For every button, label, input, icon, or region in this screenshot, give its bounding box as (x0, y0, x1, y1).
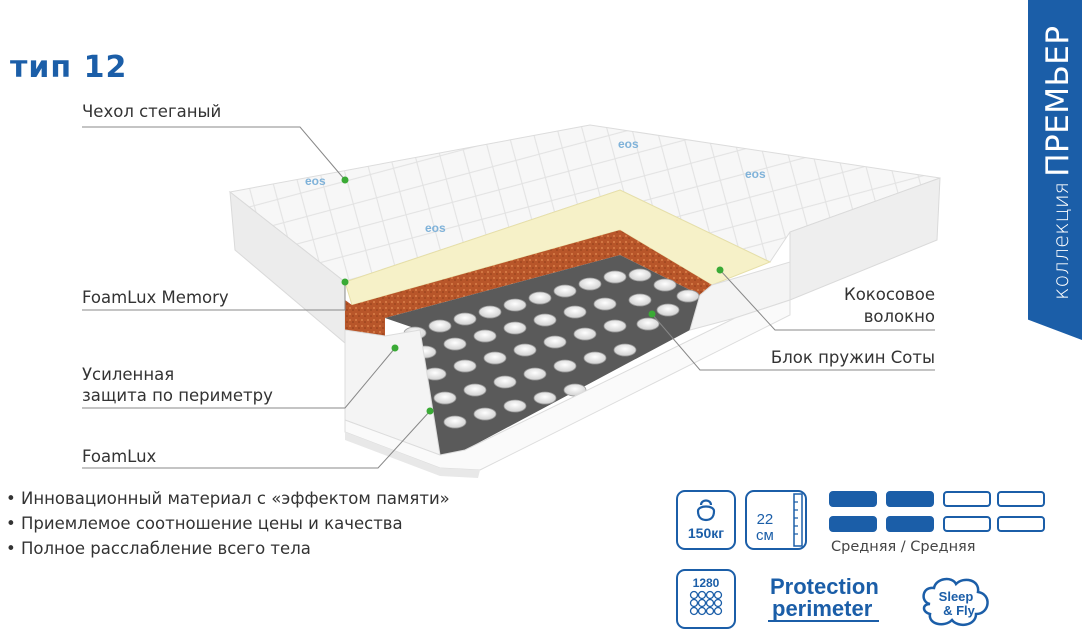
eos-logo-3: eos (618, 137, 639, 151)
page-title: тип 12 (10, 50, 128, 85)
protection-line1: Protection (770, 574, 879, 599)
firmness-label: Средняя / Средняя (831, 539, 976, 555)
kettlebell-icon (696, 499, 716, 522)
leader-dots (341, 176, 724, 415)
height-badge: 22 см (745, 490, 807, 550)
eos-logo-2: eos (425, 221, 446, 235)
feature-list: Инновационный материал с «эффектом памят… (6, 486, 450, 561)
springs-count-badge: 1280 (676, 569, 736, 629)
feature-item: Инновационный материал с «эффектом памят… (6, 486, 450, 511)
firmness-block-a1 (829, 491, 877, 507)
max-weight-value: 150кг (687, 525, 725, 541)
sleep-fly-line2: & Fly (943, 603, 976, 618)
firmness-block-b1 (829, 516, 877, 532)
label-coconut-line1: Кокосовое (843, 285, 935, 304)
eos-logo-marks: eos eos eos eos (305, 137, 766, 235)
spring-block-area (385, 255, 700, 455)
label-perimeter-line2: защита по периметру (82, 386, 273, 405)
max-weight-badge: 150кг (676, 490, 736, 550)
label-cover: Чехол стеганый (82, 102, 222, 121)
label-spring-block: Блок пружин Соты (770, 348, 935, 367)
height-unit: см (756, 527, 774, 544)
coconut-layer-front (345, 300, 385, 336)
firmness-block-b3 (943, 516, 991, 532)
springs (403, 268, 700, 429)
eos-logo-4: eos (745, 167, 766, 181)
leader-lines (82, 126, 935, 469)
label-foamlux: FoamLux (82, 447, 157, 466)
collection-tab (1028, 0, 1082, 340)
protection-perimeter-badge: Protection perimeter (768, 576, 879, 622)
feature-item: Полное расслабление всего тела (6, 536, 450, 561)
height-value: 22 (756, 511, 774, 528)
label-foamlux-memory: FoamLux Memory (82, 288, 229, 307)
firmness-block-a3 (943, 491, 991, 507)
ruler-icon (793, 493, 803, 547)
springs-grid-icon (689, 590, 723, 616)
springs-count-value: 1280 (692, 576, 720, 590)
feature-item: Приемлемое соотношение цены и качества (6, 511, 450, 536)
protection-line2: perimeter (768, 598, 879, 622)
base-foam-front (345, 432, 480, 478)
firmness-block-b4 (997, 516, 1045, 532)
firmness-block-a2 (886, 491, 934, 507)
firmness-block-a4 (997, 491, 1045, 507)
sleep-fly-line1: Sleep (939, 589, 974, 604)
perimeter-foam-wall (344, 329, 441, 456)
firmness-block-b2 (886, 516, 934, 532)
sleep-and-fly-badge: Sleep & Fly (922, 577, 989, 627)
label-coconut-line2: волокно (863, 307, 935, 326)
label-perimeter-line1: Усиленная (82, 365, 175, 384)
eos-logo-1: eos (305, 174, 326, 188)
